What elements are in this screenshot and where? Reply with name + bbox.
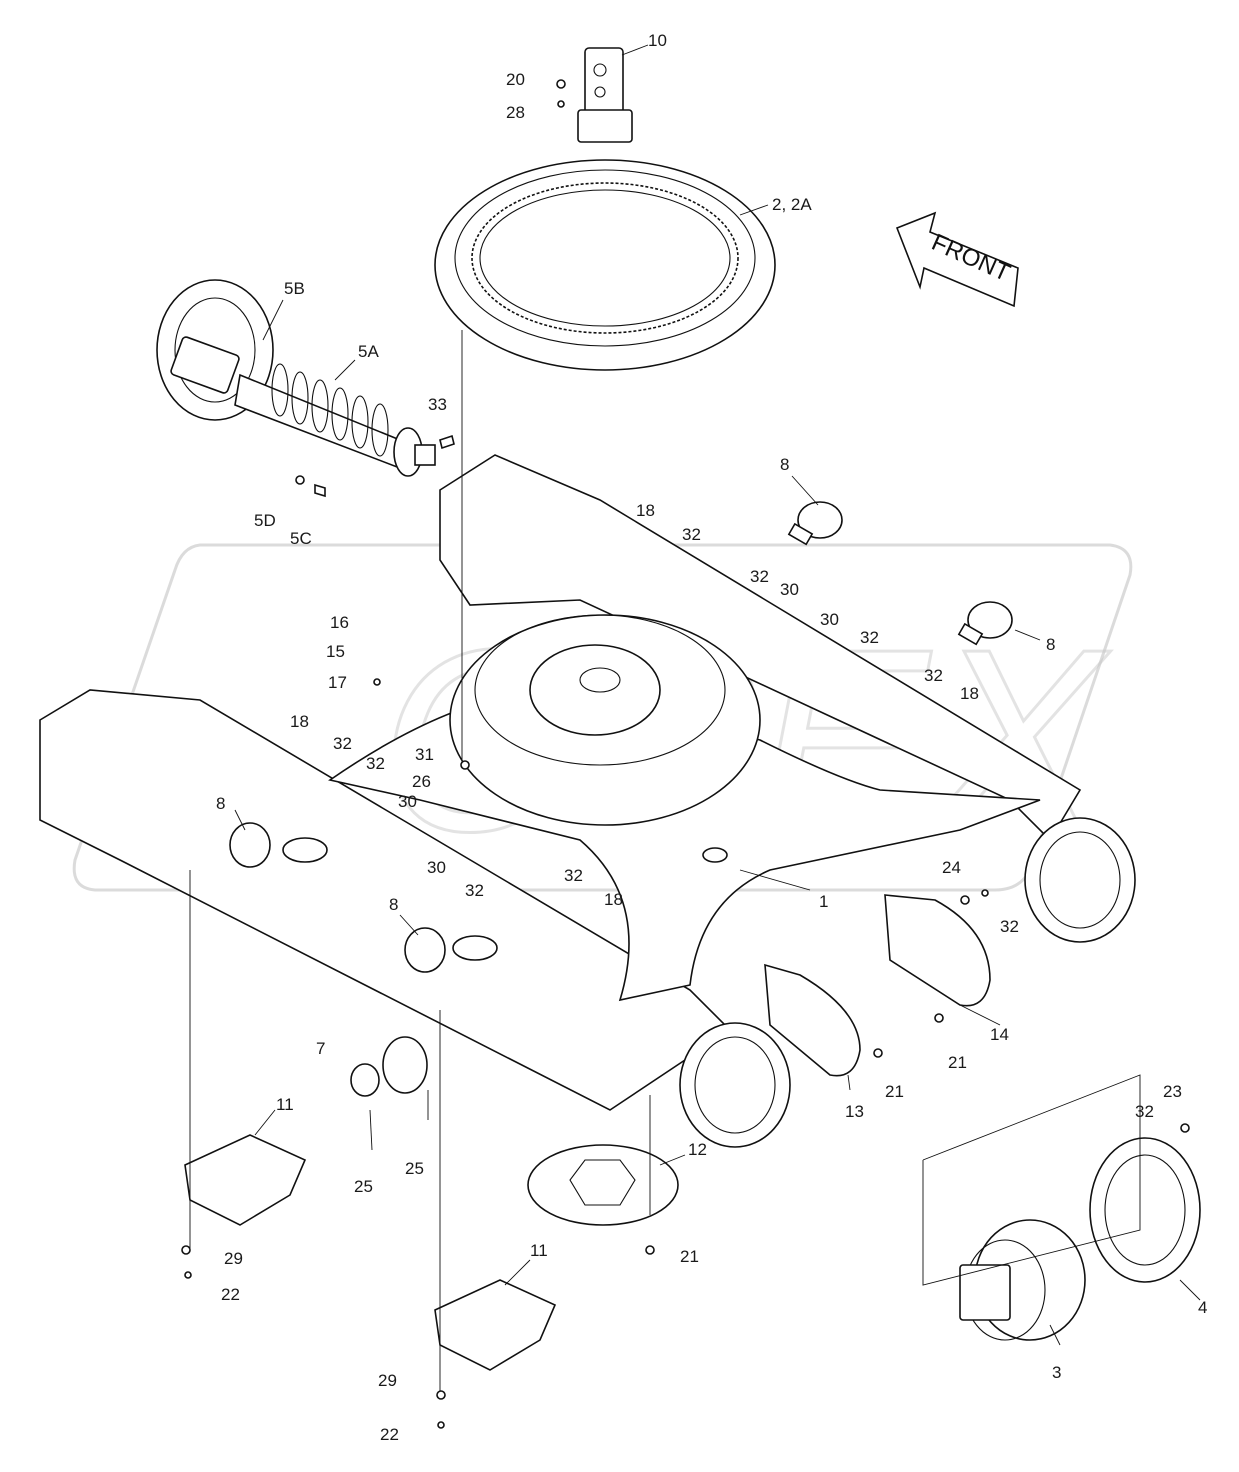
callout-25-b: 25 xyxy=(405,1159,424,1178)
callout-32-upper-b: 32 xyxy=(750,567,769,586)
callout-15: 15 xyxy=(326,642,345,661)
callout-20: 20 xyxy=(506,70,525,89)
callout-21-c: 21 xyxy=(680,1247,699,1266)
callout-30-upper-a: 30 xyxy=(780,580,799,599)
callout-16: 16 xyxy=(330,613,349,632)
callout-5b: 5B xyxy=(284,279,305,298)
callout-3: 3 xyxy=(1052,1363,1061,1382)
callout-11-upper: 11 xyxy=(276,1095,294,1114)
idler-and-track-adjuster xyxy=(156,279,455,498)
callout-5c: 5C xyxy=(290,529,312,548)
callout-31: 31 xyxy=(415,745,434,764)
upper-rollers xyxy=(229,501,1013,973)
travel-motor-and-sprocket xyxy=(922,1074,1201,1341)
callout-8-upper-right: 8 xyxy=(780,455,789,474)
callout-32-upper-d: 32 xyxy=(924,666,943,685)
callout-32-left-b: 32 xyxy=(366,754,385,773)
callout-21-b: 21 xyxy=(885,1082,904,1101)
callout-7: 7 xyxy=(316,1039,325,1058)
callout-32-upper-c: 32 xyxy=(860,628,879,647)
callout-23: 23 xyxy=(1163,1082,1182,1101)
track-guards xyxy=(184,1134,557,1371)
covers xyxy=(527,894,991,1226)
callout-8-right: 8 xyxy=(1046,635,1055,654)
callout-1: 1 xyxy=(819,892,828,911)
callout-8-left: 8 xyxy=(216,794,225,813)
callout-14: 14 xyxy=(990,1025,1009,1044)
callout-32-center-a: 32 xyxy=(564,866,583,885)
callout-5d: 5D xyxy=(254,511,276,530)
callout-26: 26 xyxy=(412,772,431,791)
callout-18-right: 18 xyxy=(960,684,979,703)
callout-22-upper: 22 xyxy=(221,1285,240,1304)
callout-30-upper-b: 30 xyxy=(820,610,839,629)
callout-18-upper: 18 xyxy=(636,501,655,520)
callout-12: 12 xyxy=(688,1140,707,1159)
callout-29-lower: 29 xyxy=(378,1371,397,1390)
callout-25-a: 25 xyxy=(354,1177,373,1196)
swing-bearing-ring xyxy=(434,159,776,371)
callout-32-right: 32 xyxy=(1000,917,1019,936)
callout-18-center: 18 xyxy=(604,890,623,909)
callout-2-2a: 2, 2A xyxy=(772,195,812,214)
leader-lines xyxy=(189,204,1201,1395)
callout-30-center: 30 xyxy=(427,858,446,877)
callout-5a: 5A xyxy=(358,342,379,361)
callout-29-upper: 29 xyxy=(224,1249,243,1268)
callout-13: 13 xyxy=(845,1102,864,1121)
center-joint-part xyxy=(556,44,649,143)
callout-32-left-a: 32 xyxy=(333,734,352,753)
callout-labels: 10 20 28 2, 2A 5B 5A 33 5D 5C 8 18 32 32… xyxy=(216,31,1207,1444)
callout-18-left: 18 xyxy=(290,712,309,731)
callout-11-lower: 11 xyxy=(530,1241,548,1260)
callout-32-center-b: 32 xyxy=(465,881,484,900)
callout-28: 28 xyxy=(506,103,525,122)
callout-8-center: 8 xyxy=(389,895,398,914)
lower-roller xyxy=(350,1036,429,1151)
callout-10: 10 xyxy=(648,31,667,50)
callout-32-upper-a: 32 xyxy=(682,525,701,544)
callout-22-lower: 22 xyxy=(380,1425,399,1444)
callout-24: 24 xyxy=(942,858,961,877)
front-arrow: FRONT xyxy=(895,211,1019,308)
callout-17: 17 xyxy=(328,673,347,692)
fasteners xyxy=(181,678,1190,1429)
callout-33: 33 xyxy=(428,395,447,414)
callout-4: 4 xyxy=(1198,1298,1207,1317)
callout-32-motor: 32 xyxy=(1135,1102,1154,1121)
track-frame xyxy=(39,454,1136,1148)
callout-30-left: 30 xyxy=(398,792,417,811)
callout-21-a: 21 xyxy=(948,1053,967,1072)
